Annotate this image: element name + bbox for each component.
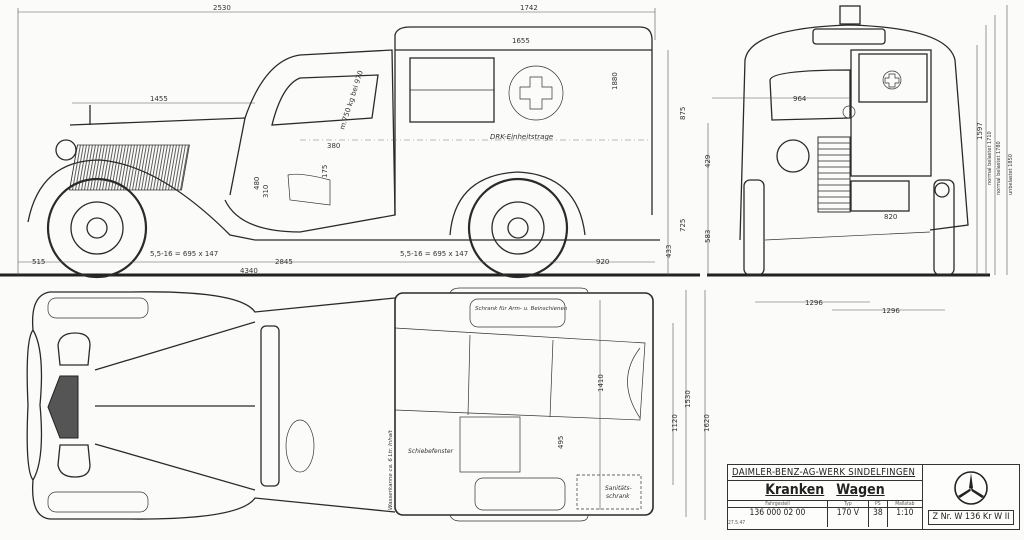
stretcher-label: DRK-Einheitstrage bbox=[490, 133, 553, 141]
tire-label-front: 5,5-16 = 695 x 147 bbox=[150, 250, 218, 258]
front-left-wheel bbox=[743, 179, 765, 276]
dim-1780: normal belastet 1780 bbox=[996, 141, 1002, 195]
dim-964: 964 bbox=[793, 95, 807, 103]
header-chassis: Fahrgestell bbox=[728, 501, 828, 508]
value-ps: 38 bbox=[868, 507, 888, 518]
dim-1850: unbelastet 1850 bbox=[1008, 154, 1014, 195]
dim-1710: normal belastet 1710 bbox=[987, 131, 993, 185]
company-name: DAIMLER-BENZ-AG-WERK SINDELFINGEN bbox=[732, 467, 916, 478]
top-view: Wasserkanne ca. 6 Ltr. Inhalt Schrank fü… bbox=[26, 287, 711, 522]
water-can-label: Wasserkanne ca. 6 Ltr. Inhalt bbox=[388, 429, 394, 510]
title-block: DAIMLER-BENZ-AG-WERK SINDELFINGEN Kranke… bbox=[727, 464, 923, 530]
date-note: 27.5.47 bbox=[728, 518, 828, 527]
front-box-outline bbox=[739, 24, 969, 241]
dim-2845: 2845 bbox=[275, 258, 293, 266]
dim-515: 515 bbox=[32, 258, 45, 266]
medical-cabinet-label-2: schrank bbox=[606, 493, 630, 500]
drawing-number: Z Nr. W 136 Kr W II bbox=[928, 510, 1014, 525]
tire-label-rear: 5,5-16 = 695 x 147 bbox=[400, 250, 468, 258]
dim-429: 429 bbox=[704, 155, 712, 168]
drawing-title: Kranken Wagen bbox=[728, 480, 922, 501]
stretcher bbox=[394, 327, 646, 421]
headlight bbox=[55, 139, 77, 161]
title-word-1: Kranken bbox=[765, 482, 825, 498]
grille-louvres bbox=[69, 144, 190, 191]
value-chassis: 136 000 02 00 bbox=[728, 507, 828, 518]
front-grille bbox=[817, 136, 851, 213]
front-fender bbox=[27, 159, 256, 241]
front-headlight bbox=[776, 139, 810, 173]
rear-fender bbox=[449, 171, 586, 236]
front-view: 964 429 583 820 1296 1296 1597 normal be… bbox=[704, 5, 1014, 315]
title-word-2: Wagen bbox=[836, 482, 885, 498]
dim-1120: 1120 bbox=[671, 414, 679, 432]
dim-495: 495 bbox=[557, 436, 565, 449]
dim-725: 725 bbox=[679, 219, 687, 232]
dim-480: 480 bbox=[253, 177, 261, 190]
cab-body bbox=[224, 49, 396, 233]
dim-1530: 1530 bbox=[684, 390, 692, 408]
rear-wheel bbox=[467, 177, 569, 279]
box-top-outline bbox=[394, 292, 654, 516]
dim-1455: 1455 bbox=[150, 95, 168, 103]
dim-1296-rear: 1296 bbox=[882, 307, 900, 315]
spec-table: Fahrgestell Typ PS Maßstab 136 000 02 00… bbox=[728, 501, 922, 527]
dim-175: 175 bbox=[321, 165, 329, 178]
mercedes-star-emblem bbox=[842, 105, 856, 119]
front-wheel bbox=[46, 177, 148, 279]
top-body-outline bbox=[31, 291, 396, 520]
cross-icon bbox=[519, 76, 553, 110]
header-ps: PS bbox=[868, 501, 888, 508]
dim-1880: 1880 bbox=[611, 72, 619, 90]
dim-1597: 1597 bbox=[976, 122, 984, 140]
dim-433: 433 bbox=[665, 245, 673, 258]
mercedes-star-logo bbox=[954, 471, 988, 505]
dim-4340: 4340 bbox=[240, 267, 258, 275]
dim-1296-front: 1296 bbox=[805, 299, 823, 307]
rear-door-window bbox=[858, 53, 928, 103]
dim-1742: 1742 bbox=[520, 4, 538, 12]
dim-stretcher-angle: m.750 kg bei 970 bbox=[338, 70, 365, 131]
dim-1620: 1620 bbox=[703, 414, 711, 432]
splint-cabinet bbox=[469, 298, 566, 328]
sliding-window-label: Schiebefenster bbox=[408, 448, 454, 455]
dim-875: 875 bbox=[679, 107, 687, 120]
dim-2530: 2530 bbox=[213, 4, 231, 12]
header-scale: Maßstab bbox=[887, 501, 922, 508]
medical-cabinet-label-1: Sanitäts- bbox=[605, 485, 632, 492]
value-scale: 1:10 bbox=[896, 508, 914, 518]
splint-cabinet-label: Schrank für Arm- u. Beinschienen bbox=[475, 306, 568, 312]
dim-310: 310 bbox=[262, 185, 270, 198]
ambulance-box bbox=[394, 26, 653, 215]
cab-window bbox=[271, 74, 379, 126]
top-headlight-left bbox=[57, 332, 91, 366]
dim-1410: 1410 bbox=[597, 374, 605, 392]
dim-380: 380 bbox=[327, 142, 340, 150]
dim-820: 820 bbox=[884, 213, 897, 221]
red-cross-emblem bbox=[508, 65, 564, 121]
front-right-wheel bbox=[933, 179, 955, 276]
dim-920: 920 bbox=[596, 258, 609, 266]
top-headlight-right bbox=[57, 444, 91, 478]
dim-1655: 1655 bbox=[512, 37, 530, 45]
seat bbox=[287, 173, 331, 206]
header-type: Typ bbox=[827, 501, 869, 508]
logo-block: Z Nr. W 136 Kr W II bbox=[923, 464, 1020, 530]
side-view: 2530 1742 1655 1455 1880 DRK-Einheitstra… bbox=[0, 4, 700, 279]
hood bbox=[69, 117, 246, 196]
top-grille bbox=[47, 375, 79, 439]
value-type: 170 V bbox=[827, 507, 869, 518]
dim-583: 583 bbox=[704, 230, 712, 243]
